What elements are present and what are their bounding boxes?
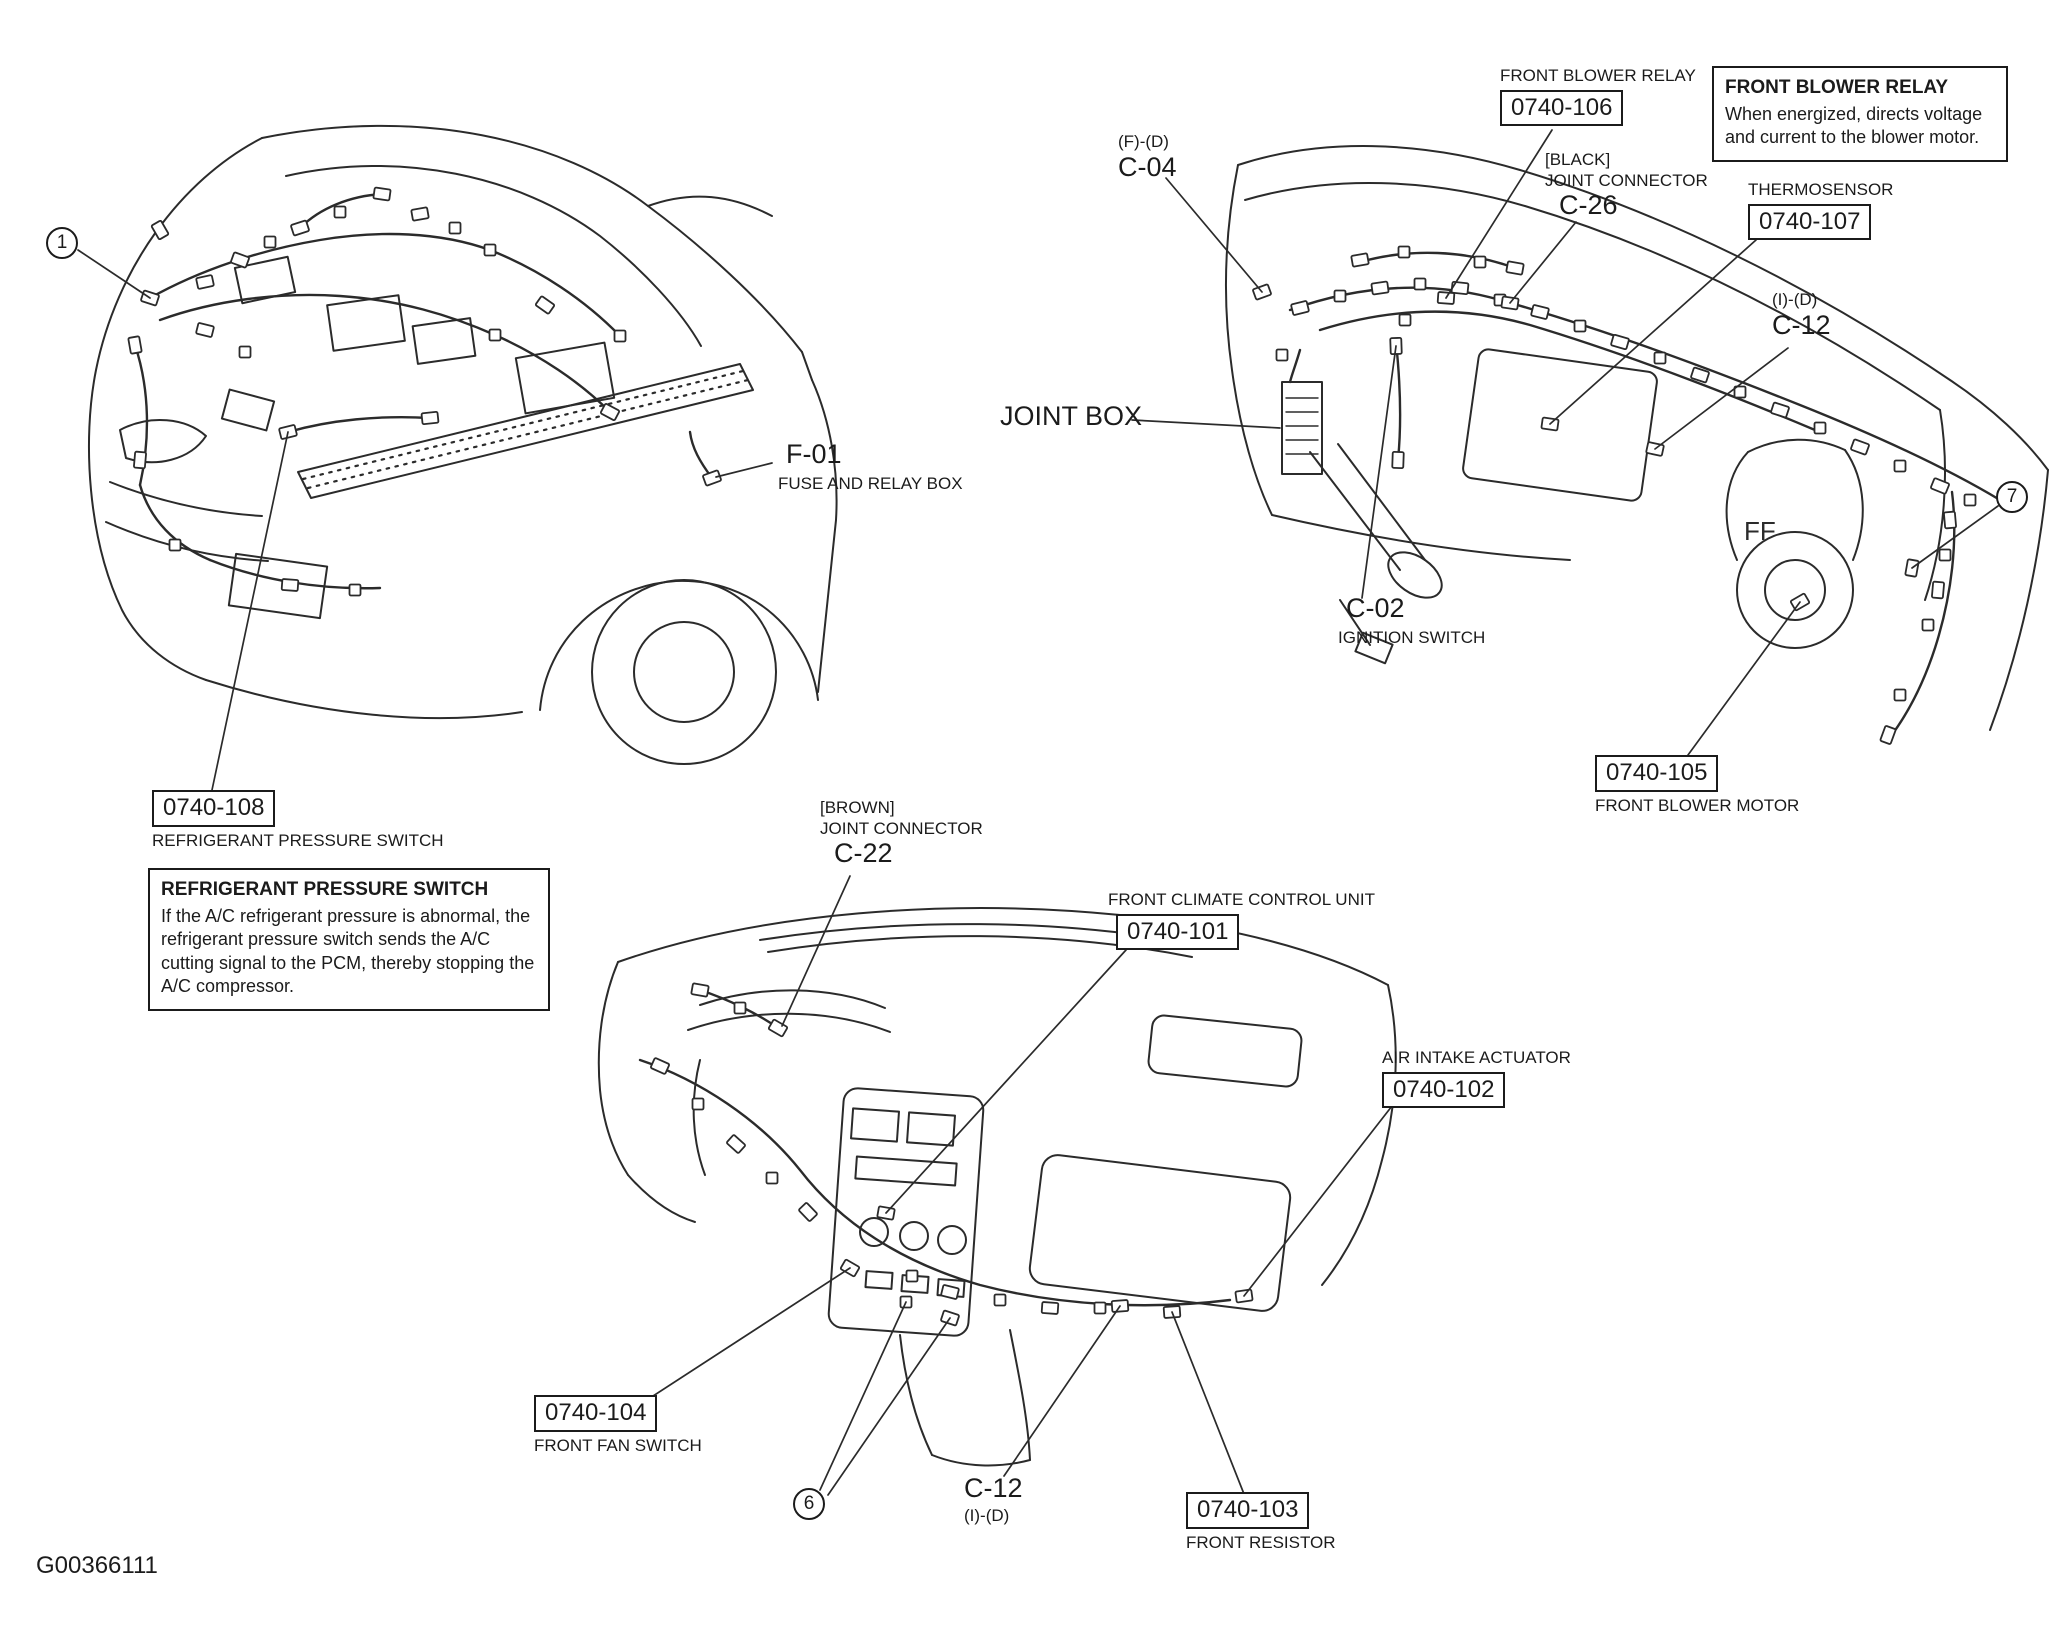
callout-0740-104: 0740-104 FRONT FAN SWITCH bbox=[534, 1395, 702, 1456]
connector-code-c02: C-02 bbox=[1346, 593, 1405, 623]
caption-fuse-relay-box: FUSE AND RELAY BOX bbox=[778, 473, 963, 493]
note-body: If the A/C refrigerant pressure is abnor… bbox=[161, 906, 535, 997]
connector-color-c22: [BROWN] bbox=[820, 798, 895, 817]
callout-c22: [BROWN] JOINT CONNECTOR C-22 bbox=[820, 798, 983, 869]
part-code-0740-104: 0740-104 bbox=[534, 1395, 658, 1432]
label-thermosensor: THERMOSENSOR bbox=[1748, 180, 1894, 199]
callout-0740-106: FRONT BLOWER RELAY 0740-106 bbox=[1500, 66, 1696, 127]
callout-f01: F-01 FUSE AND RELAY BOX bbox=[778, 439, 963, 494]
part-code-0740-101: 0740-101 bbox=[1116, 913, 1240, 951]
callout-number-7-label: 7 bbox=[2006, 486, 2018, 507]
callout-number-6: 6 bbox=[793, 1488, 825, 1520]
connector-variant-c12-bottom: (I)-(D) bbox=[964, 1505, 1010, 1525]
callout-0740-103: 0740-103 FRONT RESISTOR bbox=[1186, 1492, 1336, 1553]
panel-connectors bbox=[1251, 245, 1977, 746]
dashboard-drawing bbox=[597, 907, 1397, 1467]
connector-type-c22: JOINT CONNECTOR bbox=[820, 818, 983, 838]
note-refrigerant-pressure-switch: REFRIGERANT PRESSURE SWITCH If the A/C r… bbox=[148, 868, 550, 1011]
part-code-0740-107: 0740-107 bbox=[1748, 203, 1872, 241]
callout-0740-101: FRONT CLIMATE CONTROL UNIT 0740-101 bbox=[1108, 890, 1375, 951]
part-code-0740-103: 0740-103 bbox=[1186, 1492, 1310, 1529]
instrument-panel-drawing: FF bbox=[1225, 145, 2049, 746]
callout-number-1: 1 bbox=[46, 227, 78, 259]
callout-number-6-label: 6 bbox=[803, 1493, 815, 1514]
connector-variant-c12-right: (I)-(D) bbox=[1772, 290, 1818, 309]
callout-number-7: 7 bbox=[1996, 481, 2028, 513]
connector-code-c04: C-04 bbox=[1118, 151, 1177, 182]
part-code-0740-108: 0740-108 bbox=[152, 790, 276, 827]
callout-c04: (F)-(D) C-04 bbox=[1118, 132, 1177, 182]
callout-c12-right: (I)-(D) C-12 bbox=[1772, 290, 1831, 340]
connector-code-c22: C-22 bbox=[834, 838, 893, 869]
engine-connectors bbox=[127, 186, 723, 597]
note-body: When energized, directs voltage and curr… bbox=[1725, 104, 1983, 148]
leader-lines bbox=[77, 129, 1999, 1496]
blower-mark-text: FF bbox=[1744, 516, 1776, 546]
connector-color-c26: [BLACK] bbox=[1545, 150, 1611, 169]
dash-connectors bbox=[649, 982, 1254, 1327]
callout-c12-bottom: C-12 (I)-(D) bbox=[964, 1473, 1023, 1526]
connector-code-f01: F-01 bbox=[786, 439, 842, 469]
engine-bay-drawing bbox=[87, 124, 838, 765]
label-front-blower-relay: FRONT BLOWER RELAY bbox=[1500, 66, 1696, 85]
callout-0740-107: THERMOSENSOR 0740-107 bbox=[1748, 180, 1894, 241]
callout-0740-108: 0740-108 REFRIGERANT PRESSURE SWITCH bbox=[152, 790, 444, 851]
part-code-0740-105: 0740-105 bbox=[1595, 755, 1719, 792]
label-air-intake-actuator: AIR INTAKE ACTUATOR bbox=[1382, 1048, 1571, 1067]
caption-refrigerant-pressure-switch: REFRIGERANT PRESSURE SWITCH bbox=[152, 830, 444, 850]
callout-0740-102: AIR INTAKE ACTUATOR 0740-102 bbox=[1382, 1048, 1571, 1109]
connector-type-c26: JOINT CONNECTOR bbox=[1545, 170, 1708, 190]
callout-c02: C-02 IGNITION SWITCH bbox=[1338, 593, 1486, 648]
caption-front-fan-switch: FRONT FAN SWITCH bbox=[534, 1435, 702, 1455]
note-front-blower-relay: FRONT BLOWER RELAY When energized, direc… bbox=[1712, 66, 2008, 162]
figure-id: G00366111 bbox=[36, 1552, 158, 1579]
connector-variant-c04: (F)-(D) bbox=[1118, 132, 1169, 151]
part-code-0740-106: 0740-106 bbox=[1500, 89, 1624, 127]
label-front-climate-control-unit: FRONT CLIMATE CONTROL UNIT bbox=[1108, 890, 1375, 909]
callout-joint-box: JOINT BOX bbox=[1000, 401, 1143, 432]
connector-code-c12-right: C-12 bbox=[1772, 309, 1831, 340]
part-code-0740-102: 0740-102 bbox=[1382, 1071, 1506, 1109]
callout-number-1-label: 1 bbox=[56, 232, 68, 253]
label-joint-box: JOINT BOX bbox=[1000, 401, 1143, 431]
callout-0740-105: 0740-105 FRONT BLOWER MOTOR bbox=[1595, 755, 1799, 816]
note-title: REFRIGERANT PRESSURE SWITCH bbox=[161, 879, 489, 900]
callout-c26: [BLACK] JOINT CONNECTOR C-26 bbox=[1545, 150, 1708, 221]
caption-front-resistor: FRONT RESISTOR bbox=[1186, 1532, 1336, 1552]
caption-front-blower-motor: FRONT BLOWER MOTOR bbox=[1595, 795, 1800, 815]
connector-code-c26: C-26 bbox=[1559, 190, 1618, 221]
connector-code-c12-bottom: C-12 bbox=[964, 1473, 1023, 1503]
note-title: FRONT BLOWER RELAY bbox=[1725, 77, 1949, 98]
caption-ignition-switch: IGNITION SWITCH bbox=[1338, 627, 1486, 647]
